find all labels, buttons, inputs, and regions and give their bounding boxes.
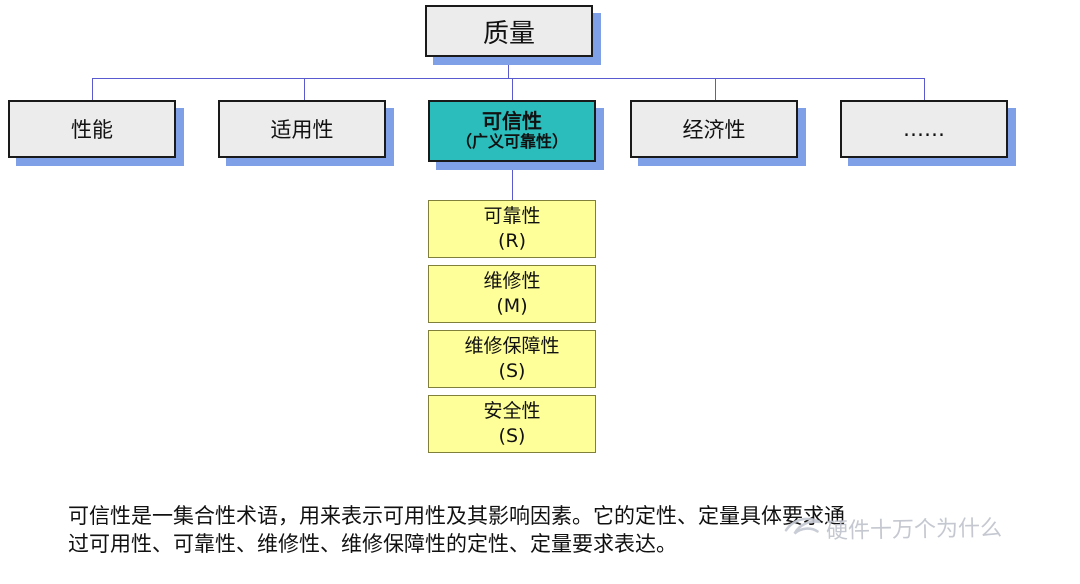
node-ellipsis-label: …… xyxy=(903,117,945,141)
node-dependability-label: 可信性 xyxy=(482,109,542,134)
node-applicability-label: 适用性 xyxy=(270,118,334,142)
watermark: 硬件十万个为什么 xyxy=(782,506,1003,550)
watermark-logo-icon xyxy=(782,509,825,550)
caption-paragraph: 可信性是一集合性术语，用来表示可用性及其影响因素。它的定性、定量具体要求通 过可… xyxy=(68,503,1028,558)
node-safety: 安全性 (S) xyxy=(428,395,596,453)
node-economy-label: 经济性 xyxy=(682,118,746,142)
connector-drop-2 xyxy=(304,78,305,100)
node-maintainability-label: 维修性 xyxy=(483,270,541,293)
connector-drop-4 xyxy=(715,78,716,100)
node-dependability-sublabel: （广义可靠性） xyxy=(455,132,568,152)
node-maintainability-code: (M) xyxy=(496,295,528,317)
node-maintenance-support-label: 维修保障性 xyxy=(464,335,560,358)
node-reliability-label: 可靠性 xyxy=(483,205,541,228)
node-performance: 性能 xyxy=(8,100,176,158)
caption-line-1: 可信性是一集合性术语，用来表示可用性及其影响因素。它的定性、定量具体要求通 xyxy=(68,504,845,528)
connector-drop-1 xyxy=(92,78,93,100)
node-ellipsis: …… xyxy=(840,100,1008,158)
connector-drop-5 xyxy=(924,78,925,100)
connector-root-stub xyxy=(508,64,509,78)
caption-line-2: 过可用性、可靠性、维修性、维修保障性的定性、定量要求表达。 xyxy=(68,531,677,556)
node-reliability: 可靠性 (R) xyxy=(428,200,596,258)
node-performance-label: 性能 xyxy=(71,118,113,142)
node-quality: 质量 xyxy=(425,5,593,57)
node-maintainability: 维修性 (M) xyxy=(428,265,596,323)
connector-chain-down xyxy=(512,170,513,200)
connector-drop-3 xyxy=(512,78,513,100)
node-quality-label: 质量 xyxy=(482,18,535,49)
node-reliability-code: (R) xyxy=(497,230,527,252)
watermark-text: 硬件十万个为什么 xyxy=(825,516,1003,545)
node-safety-code: (S) xyxy=(498,425,526,447)
node-safety-label: 安全性 xyxy=(483,400,541,423)
connector-bus xyxy=(92,78,924,79)
node-economy: 经济性 xyxy=(630,100,798,158)
node-maintenance-support: 维修保障性 (S) xyxy=(428,330,596,388)
node-applicability: 适用性 xyxy=(218,100,386,158)
node-maintenance-support-code: (S) xyxy=(498,360,526,382)
node-dependability: 可信性 （广义可靠性） xyxy=(428,100,596,162)
